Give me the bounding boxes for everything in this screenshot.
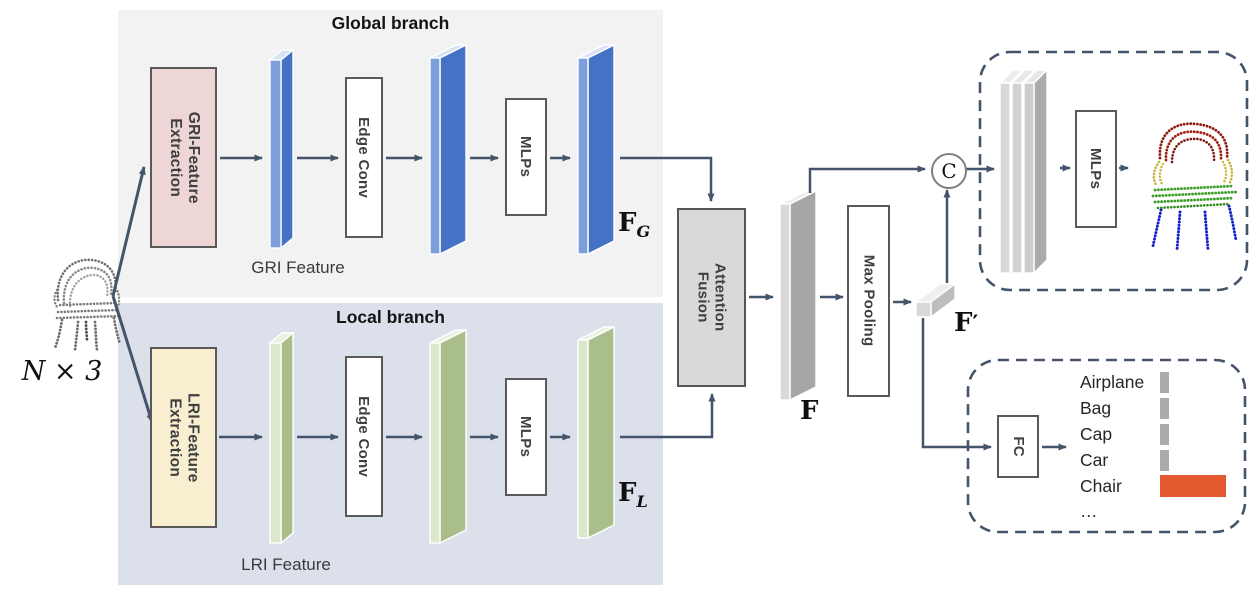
- f-prime-base: F: [954, 308, 973, 338]
- f-prime-mark: ′: [972, 311, 979, 337]
- class-label: Chair: [1080, 475, 1122, 496]
- fused-feature-slab: [779, 189, 817, 402]
- pooled-vector-slab: [913, 282, 958, 319]
- fg-sub: G: [636, 222, 651, 242]
- gri-extraction-line2: Extraction: [166, 118, 184, 197]
- class-score-bar: [1160, 372, 1169, 394]
- attention-line: Attention: [711, 263, 729, 332]
- class-row: Bag: [1080, 396, 1246, 422]
- class-label: …: [1080, 501, 1098, 522]
- class-score-bar: [1160, 423, 1169, 445]
- fl-base: F: [618, 478, 637, 508]
- mlps-box-segmentation: MLPs: [1075, 110, 1117, 228]
- input-shape-label: N × 3: [21, 356, 103, 387]
- fg-label: FG: [618, 208, 650, 241]
- class-label: Car: [1080, 449, 1109, 470]
- global-branch-title: Global branch: [331, 13, 450, 33]
- class-row: Chair: [1080, 473, 1246, 499]
- gri-feature-label: GRI Feature: [251, 258, 345, 277]
- class-row: Car: [1080, 447, 1246, 473]
- attention-fusion-box: Attention Fusion: [677, 208, 746, 387]
- lri-feature-label: LRI Feature: [241, 555, 331, 574]
- class-row: Cap: [1080, 422, 1246, 448]
- concat-feature-stack-slab: [998, 68, 1049, 275]
- lri-extraction-line2: Extraction: [166, 398, 184, 477]
- gri-extraction-line1: GRI-Feature: [184, 111, 202, 204]
- class-row: …: [1080, 499, 1246, 525]
- class-score-list: Airplane Bag Cap Car Chair …: [1080, 370, 1246, 525]
- lri-extraction-box: LRI-Feature Extraction: [150, 347, 217, 528]
- class-label: Airplane: [1080, 372, 1145, 393]
- class-score-bar: [1160, 475, 1226, 498]
- mlps-box-global: MLPs: [505, 98, 547, 216]
- class-row: Airplane: [1080, 370, 1246, 396]
- fl-label: FL: [618, 478, 648, 511]
- f-label: F: [800, 396, 819, 426]
- edge-conv-box-global: Edge Conv: [345, 77, 383, 238]
- arrow-f-to-concat: [808, 165, 926, 193]
- gri-extraction-box: GRI-Feature Extraction: [150, 67, 217, 248]
- fusion-line: Fusion: [694, 272, 712, 323]
- local-branch-title: Local branch: [336, 307, 445, 327]
- lri-extraction-line1: LRI-Feature: [184, 392, 202, 483]
- fc-box: FC: [997, 415, 1039, 478]
- class-label: Cap: [1080, 423, 1113, 444]
- fl-sub: L: [636, 492, 648, 512]
- f-prime-label: F′: [954, 308, 978, 338]
- edge-conv-box-local: Edge Conv: [345, 356, 383, 517]
- class-label: Bag: [1080, 398, 1112, 419]
- mlps-box-local: MLPs: [505, 378, 547, 496]
- concat-symbol: C: [941, 159, 957, 183]
- input-point-cloud-icon: [53, 258, 122, 352]
- fg-base: F: [618, 208, 637, 238]
- max-pooling-box: Max Pooling: [847, 205, 890, 397]
- class-score-bar: [1160, 449, 1169, 471]
- segmented-chair-point-cloud: [1151, 122, 1238, 252]
- class-score-bar: [1160, 398, 1169, 420]
- concat-node: C: [931, 153, 967, 189]
